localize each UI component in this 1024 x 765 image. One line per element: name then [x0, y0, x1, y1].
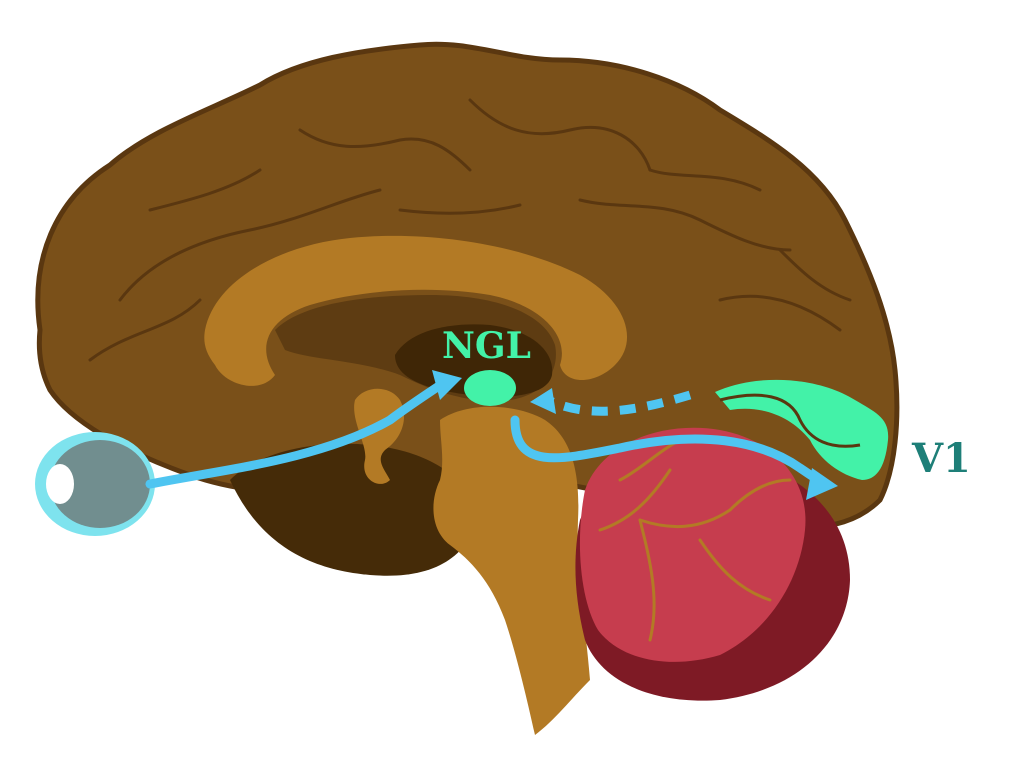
- optic-pathway-arrowhead: [432, 370, 462, 400]
- optic-pathway: [145, 377, 450, 489]
- calcarine-sulcus: [719, 393, 861, 448]
- optic-radiation: [510, 415, 830, 489]
- lgn-nucleus: [464, 370, 516, 406]
- lgn-label: NGL: [442, 325, 531, 367]
- feedback-arrowhead: [530, 388, 556, 414]
- thalamus: [395, 324, 553, 397]
- brainstem: [433, 406, 590, 735]
- corpus-callosum: [204, 235, 628, 386]
- optic-radiation-arrowhead: [806, 468, 838, 500]
- cortex-folds: [88, 98, 852, 362]
- eye-icon: [35, 432, 155, 536]
- v1-label: V1: [911, 435, 971, 482]
- hypothalamus: [354, 388, 405, 484]
- cerebellum: [579, 427, 806, 662]
- visual-cortex-region: [715, 379, 889, 480]
- deep-region: [230, 443, 480, 576]
